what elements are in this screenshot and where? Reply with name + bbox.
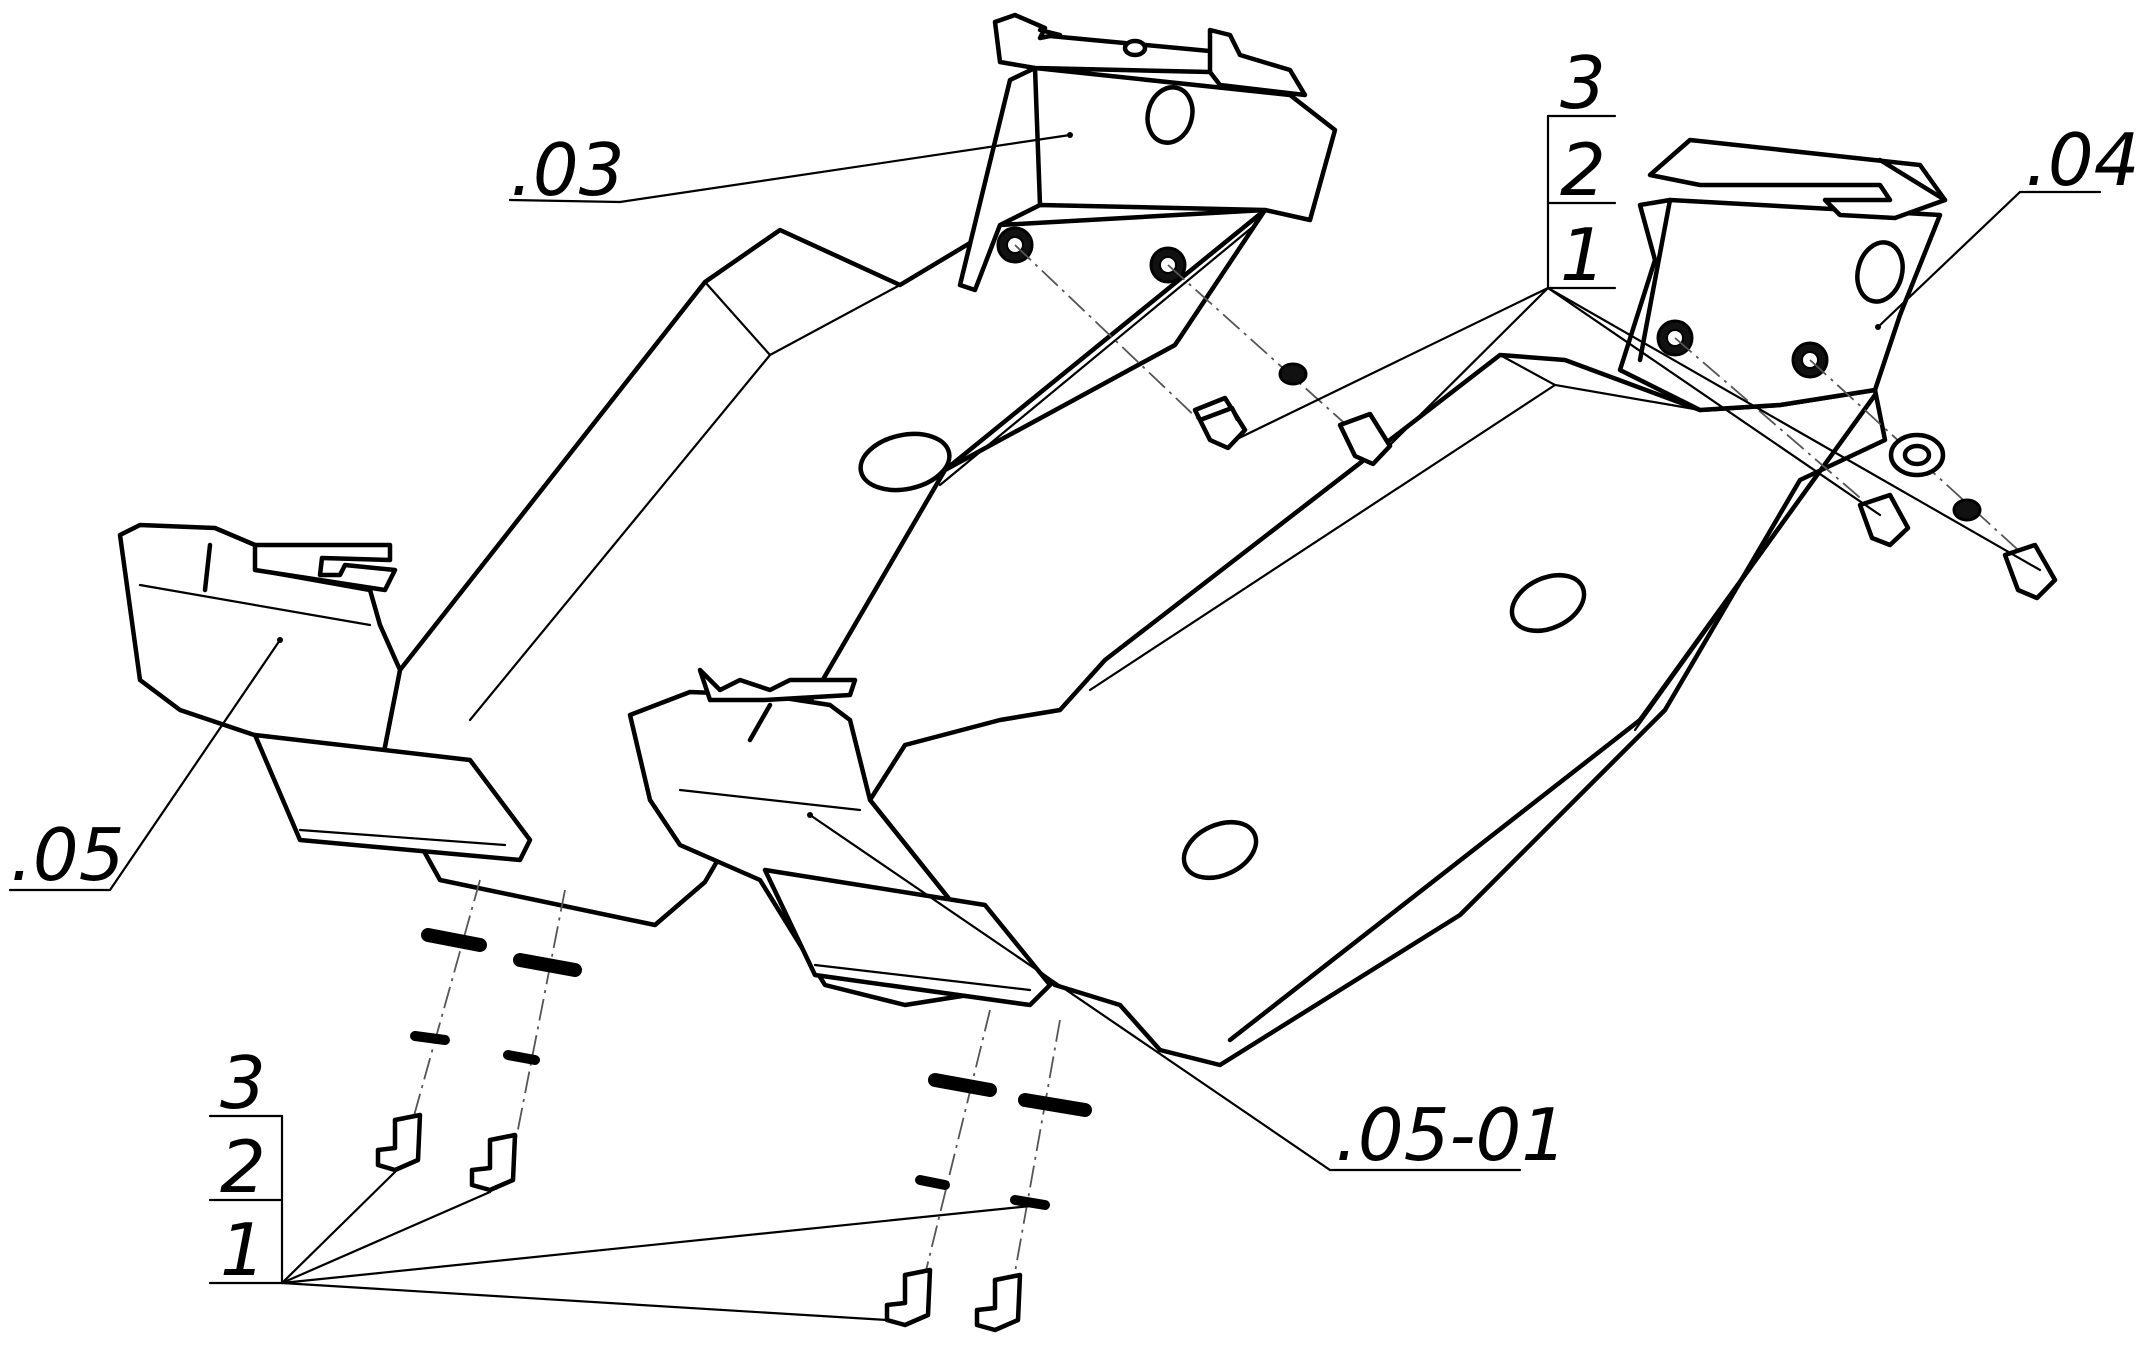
skid-plate-left bbox=[117, 12, 1338, 928]
bolt-rear-1-icon bbox=[1192, 395, 1248, 451]
bolt-front-2-icon bbox=[469, 1132, 518, 1193]
leader-04: .04 bbox=[1876, 118, 2136, 329]
leader-05: .05 bbox=[8, 638, 282, 897]
label-04: .04 bbox=[2025, 118, 2136, 202]
callout-left-row1: 1 bbox=[220, 1208, 266, 1292]
callout-left-row2: 2 bbox=[220, 1125, 266, 1209]
skid-plate-right bbox=[627, 137, 1948, 1068]
fasteners-rear-center bbox=[1014, 244, 2058, 601]
label-03: .03 bbox=[510, 128, 625, 212]
washer-rear-1-icon bbox=[1278, 362, 1308, 386]
callout-right-row2: 2 bbox=[1560, 128, 1606, 212]
bolt-rear-2-icon bbox=[1337, 411, 1393, 467]
leader-03: .03 bbox=[508, 128, 1072, 212]
label-05: .05 bbox=[10, 813, 125, 897]
label-05-01: .05-01 bbox=[1335, 1093, 1567, 1177]
fastener-callout-right: 3 2 1 bbox=[1233, 41, 2042, 572]
washer-rear-2-icon bbox=[1888, 432, 1946, 478]
bolt-rear-3-icon bbox=[1857, 492, 1911, 548]
fastener-callout-left: 3 2 1 bbox=[208, 1041, 1042, 1322]
bolt-front-1-icon bbox=[375, 1112, 423, 1173]
callout-right-row3: 3 bbox=[1560, 41, 1606, 125]
bolt-front-4-icon bbox=[974, 1272, 1023, 1333]
leader-05-01: .05-01 bbox=[808, 813, 1567, 1177]
callout-right-row1: 1 bbox=[1560, 213, 1606, 297]
bolt-front-3-icon bbox=[884, 1267, 933, 1328]
bolt-rear-4-icon bbox=[2002, 542, 2058, 601]
washer-rear-3-icon bbox=[1952, 498, 1982, 522]
callout-left-row3: 3 bbox=[220, 1041, 266, 1125]
